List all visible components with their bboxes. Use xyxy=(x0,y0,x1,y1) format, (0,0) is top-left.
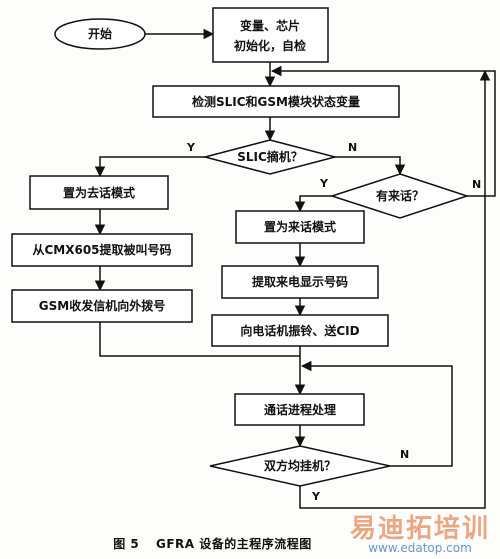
extract-called-label: 从CMX605提取被叫号码 xyxy=(32,242,171,257)
detect-label: 检测SLIC和GSM模块状态变量 xyxy=(192,94,360,109)
connector-hangup-no-loop xyxy=(300,360,453,467)
call-process-box xyxy=(234,393,365,426)
ring-cid-label: 向电话机振铃、送CID xyxy=(240,323,359,338)
init-label-line2: 初始化，自检 xyxy=(234,38,306,53)
gsm-dial-label: GSM收发信机向外拨号 xyxy=(39,298,165,313)
connector-slic-yes xyxy=(94,156,205,178)
incoming-no-label: N xyxy=(472,178,481,191)
ring-cid-box xyxy=(211,314,389,347)
slic-yes-label: Y xyxy=(186,141,196,154)
hangup-label: 双方均挂机？ xyxy=(264,458,336,473)
connector-hangup-yes-loop xyxy=(299,69,491,509)
detect-box xyxy=(152,85,400,118)
slic-label: SLIC摘机？ xyxy=(237,149,303,164)
watermark-url: www.edatop.com xyxy=(368,541,472,555)
hangup-no-label: N xyxy=(400,448,409,461)
dial-mode-box xyxy=(29,175,169,210)
watermark-brand: 易迪拓培训 xyxy=(349,514,490,544)
watermark: 易迪拓培训 www.edatop.com xyxy=(345,508,495,556)
figure-title: GFRA 设备的主程序流程图 xyxy=(155,537,312,551)
incoming-mode-box xyxy=(235,210,365,244)
figure-number: 图 5 xyxy=(113,537,140,551)
incoming-label: 有来话？ xyxy=(376,188,424,203)
extract-caller-box xyxy=(221,265,379,299)
init-box xyxy=(212,7,329,63)
call-process-label: 通话进程处理 xyxy=(264,402,336,417)
slic-decision xyxy=(202,139,338,175)
start-label: 开始 xyxy=(88,26,112,41)
dial-mode-label: 置为去话模式 xyxy=(63,185,135,200)
start-node xyxy=(54,18,146,50)
gsm-dial-box xyxy=(11,289,193,323)
figure-caption: 图 5 GFRA 设备的主程序流程图 xyxy=(0,535,425,552)
incoming-mode-label: 置为来话模式 xyxy=(264,219,336,234)
hangup-yes-label: Y xyxy=(311,490,321,503)
slic-no-label: N xyxy=(348,141,357,154)
extract-caller-label: 提取来电显示号码 xyxy=(252,274,348,289)
extract-called-box xyxy=(11,233,193,267)
connector-slic-no xyxy=(335,156,406,176)
connector-gsm-merge xyxy=(99,322,300,357)
init-label-line1: 变量、芯片 xyxy=(240,18,300,33)
connector-incoming-no-loop xyxy=(270,65,496,197)
connector-incoming-yes xyxy=(294,195,332,213)
incoming-decision xyxy=(329,173,470,219)
incoming-yes-label: Y xyxy=(319,177,329,190)
hangup-decision xyxy=(209,445,391,487)
